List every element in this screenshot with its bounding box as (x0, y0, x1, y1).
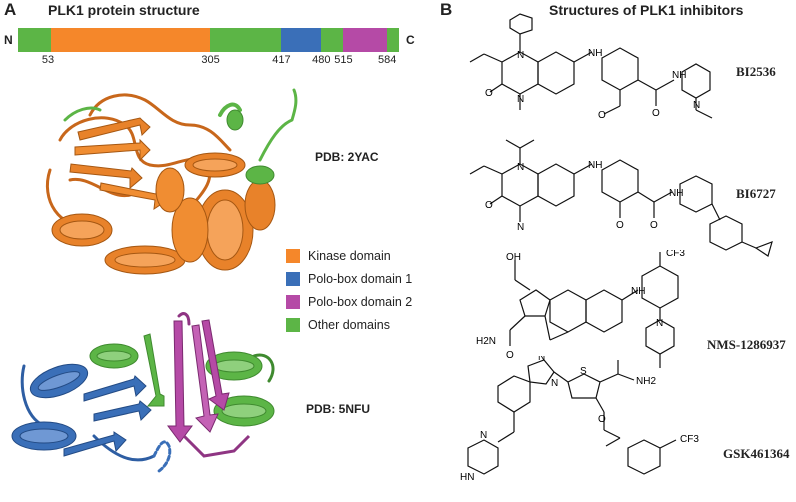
structure-gsk461364: N N S NH2 O CF3 N HN (460, 356, 699, 483)
compound-label-bi2536: BI2536 (736, 64, 776, 79)
atom-o: O (616, 220, 624, 231)
pdb-label-5nfu: PDB: 5NFU (306, 402, 371, 416)
atom-nh: NH (672, 70, 686, 81)
atom-o: O (485, 200, 493, 211)
structure-bi6727: N NH O N O O NH (469, 139, 773, 257)
panel-a-letter: A (4, 0, 17, 19)
domain-segment-other (210, 28, 282, 52)
structure-2yac (45, 88, 298, 275)
domain-tick-label: 305 (201, 54, 220, 66)
pdb-label-2yac: PDB: 2YAC (315, 150, 379, 164)
domain-tick-label: 417 (272, 54, 291, 66)
compound-label-bi6727: BI6727 (736, 186, 776, 201)
domain-segment-pbd1 (281, 28, 322, 52)
structure-5nfu (11, 312, 275, 473)
atom-o: O (598, 110, 606, 121)
compound-label-nms1286937: NMS-1286937 (707, 337, 786, 352)
atom-o: O (485, 88, 493, 99)
legend-item-other: Other domains (286, 318, 412, 332)
legend-item-kinase: Kinase domain (286, 249, 412, 263)
atom-n: N (693, 100, 700, 111)
legend-swatch-pbd1 (286, 272, 300, 286)
atom-nh: NH (588, 160, 602, 171)
atom-nh: NH (631, 286, 645, 297)
atom-n: N (517, 94, 524, 105)
n-terminus-label: N (4, 33, 13, 47)
atom-n: N (538, 356, 545, 363)
legend-swatch-pbd2 (286, 295, 300, 309)
atom-o: O (598, 414, 606, 425)
legend-label-pbd1: Polo-box domain 1 (308, 272, 413, 286)
atom-o: O (650, 220, 658, 231)
domain-tick-label: 515 (334, 54, 353, 66)
compound-label-gsk461364: GSK461364 (723, 446, 790, 461)
atom-n: N (551, 378, 558, 389)
c-terminus-label: C (406, 33, 415, 47)
legend-swatch-kinase (286, 249, 300, 263)
atom-n: N (517, 222, 524, 233)
domain-legend: Kinase domain Polo-box domain 1 Polo-box… (286, 249, 412, 332)
legend-label-kinase: Kinase domain (308, 249, 391, 263)
domain-tick-label: 584 (377, 54, 397, 66)
atom-cf3: CF3 (680, 434, 699, 445)
domain-segment-other (18, 28, 51, 52)
domain-segment-other (386, 28, 399, 52)
domain-tick-label: 53 (41, 54, 55, 66)
atom-n: N (517, 162, 524, 173)
atom-o: O (652, 108, 660, 119)
legend-label-other: Other domains (308, 318, 390, 332)
atom-n: N (517, 50, 524, 61)
legend-label-pbd2: Polo-box domain 2 (308, 295, 413, 309)
legend-swatch-other (286, 318, 300, 332)
legend-item-pbd2: Polo-box domain 2 (286, 295, 412, 309)
atom-nh: NH (669, 188, 683, 199)
panel-b-title: Structures of PLK1 inhibitors (549, 2, 744, 18)
atom-h2n: H2N (476, 336, 496, 347)
legend-item-pbd1: Polo-box domain 1 (286, 272, 412, 286)
atom-n: N (656, 318, 663, 329)
domain-segment-other (321, 28, 344, 52)
atom-n: N (480, 430, 487, 441)
atom-oh: OH (506, 252, 521, 263)
atom-o: O (506, 350, 514, 361)
structure-bi2536: N NH O N O O NH N (469, 13, 713, 121)
structure-nms1286937: OH CF3 NH H2N O N (476, 250, 685, 368)
domain-tick-label: 480 (312, 54, 331, 66)
atom-nh: NH (588, 48, 602, 59)
atom-s: S (580, 366, 587, 377)
atom-cf3: CF3 (666, 250, 685, 259)
panel-a-title: PLK1 protein structure (48, 2, 200, 18)
domain-segment-pbd2 (343, 28, 387, 52)
domain-bar (18, 28, 399, 52)
atom-nh2: NH2 (636, 376, 656, 387)
domain-segment-kinase (50, 28, 211, 52)
panel-b-letter: B (440, 0, 453, 19)
atom-hn: HN (460, 472, 474, 483)
